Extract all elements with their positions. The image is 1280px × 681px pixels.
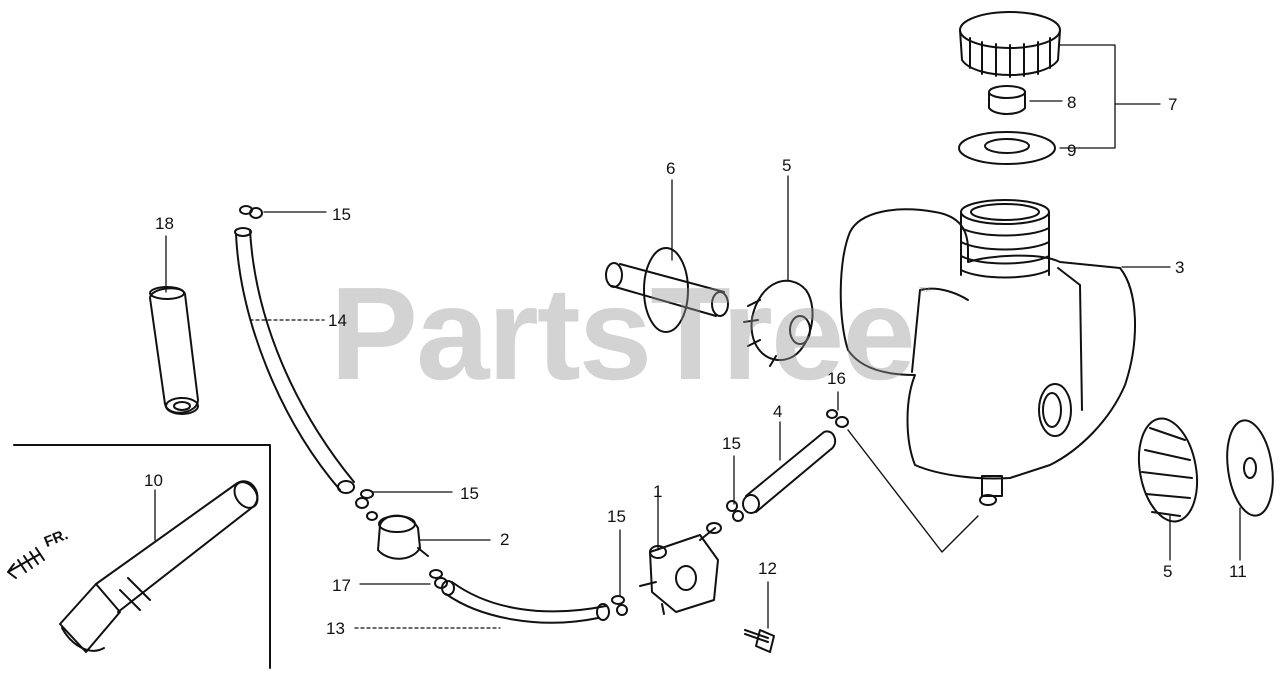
callout-15-valve: 15 xyxy=(607,507,626,526)
callout-15-right: 15 xyxy=(722,434,741,453)
callout-1: 1 xyxy=(653,482,663,501)
callout-7: 7 xyxy=(1168,95,1178,114)
callout-5-right: 5 xyxy=(1163,562,1173,581)
spark-plug-wrench xyxy=(59,480,259,653)
cap-gasket xyxy=(958,131,1056,165)
grommet xyxy=(605,247,729,333)
fuel-tank xyxy=(839,199,1136,506)
outlet-guide-lines xyxy=(847,429,979,553)
callout-15-top: 15 xyxy=(332,205,351,224)
fuel-strainer-right xyxy=(1137,417,1199,523)
callout-2: 2 xyxy=(500,530,510,549)
callout-12: 12 xyxy=(758,559,777,578)
callout-6: 6 xyxy=(666,159,676,178)
cap-packing xyxy=(988,85,1026,115)
clip-17 xyxy=(429,569,448,589)
fuel-tube-4 xyxy=(742,430,837,514)
fuel-strainer-upper xyxy=(743,279,814,367)
callout-14: 14 xyxy=(328,311,347,330)
tank-cap xyxy=(959,11,1061,78)
tube-18 xyxy=(149,286,199,415)
fuel-filter xyxy=(366,511,429,560)
callout-13: 13 xyxy=(326,619,345,638)
callout-10: 10 xyxy=(144,471,163,490)
callout-3: 3 xyxy=(1175,258,1185,277)
callout-17: 17 xyxy=(332,576,351,595)
fuel-tube-14 xyxy=(234,227,355,494)
callout-15-mid: 15 xyxy=(460,484,479,503)
callout-16: 16 xyxy=(827,369,846,388)
callout-18: 18 xyxy=(155,214,174,233)
callout-4: 4 xyxy=(773,402,783,421)
clip-right xyxy=(726,500,744,522)
fuel-tube-13 xyxy=(441,580,610,624)
callout-5-upper: 5 xyxy=(782,156,792,175)
watermark: PartsTree xyxy=(330,260,916,407)
callout-8: 8 xyxy=(1067,93,1077,112)
clip-valve xyxy=(611,595,628,616)
clip-16 xyxy=(826,409,849,428)
washer xyxy=(1226,419,1274,517)
leader-lines xyxy=(154,44,1241,629)
clip-top xyxy=(239,205,263,219)
callout-9: 9 xyxy=(1067,141,1077,160)
tool-inset-frame xyxy=(13,444,271,669)
fr-arrow xyxy=(7,547,45,579)
clip-mid xyxy=(355,489,374,509)
fuel-valve xyxy=(639,522,722,615)
bolt xyxy=(744,629,775,653)
trademark-mark: ™ xyxy=(918,284,931,299)
callout-11: 11 xyxy=(1229,562,1247,581)
